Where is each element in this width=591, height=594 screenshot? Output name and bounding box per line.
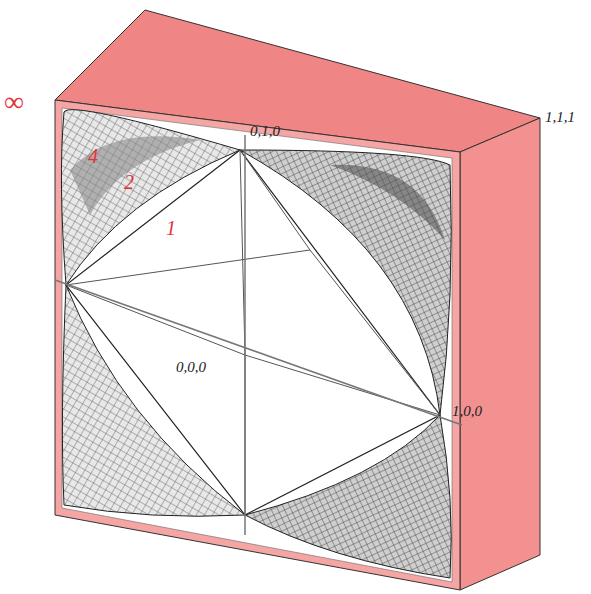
coordinate-label: 1,0,0 bbox=[452, 404, 482, 419]
norm-label: 2 bbox=[124, 172, 134, 192]
coordinate-label: 0,1,0 bbox=[250, 124, 280, 139]
norm-label: 1 bbox=[166, 218, 176, 238]
norm-label: 4 bbox=[88, 146, 98, 166]
norm-label: ∞ bbox=[4, 88, 24, 116]
coordinate-label: 0,0,0 bbox=[176, 360, 206, 375]
coordinate-label: 1,1,1 bbox=[545, 110, 575, 125]
